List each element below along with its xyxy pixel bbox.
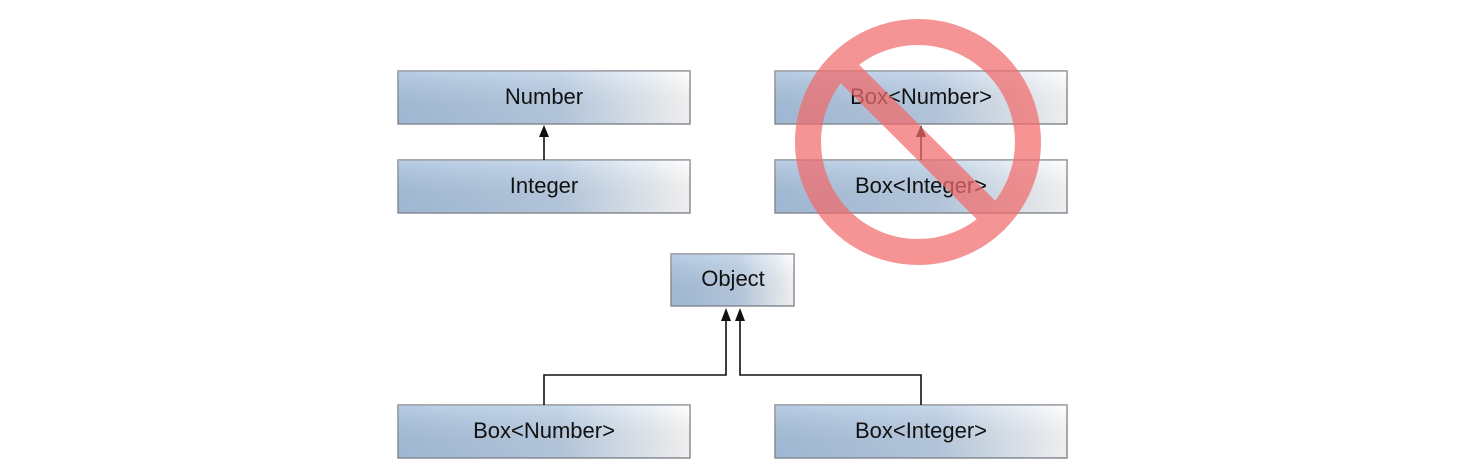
box-generic-hierarchy-invalid: Box<Number> Box<Integer> — [774, 19, 1068, 265]
box-integer-to-object-connector — [735, 308, 922, 405]
box-number-label-bottom: Box<Number> — [473, 418, 615, 443]
object-box: Object — [670, 253, 795, 307]
number-label: Number — [505, 84, 583, 109]
object-label: Object — [701, 266, 765, 291]
box-number-to-object-connector — [543, 308, 731, 405]
integer-label: Integer — [510, 173, 579, 198]
object-hierarchy: Object Box<Number> Box<Integer> — [397, 253, 1068, 459]
no-entry-icon — [795, 19, 1041, 265]
box-integer-label-bottom: Box<Integer> — [855, 418, 987, 443]
box-integer-box-bottom: Box<Integer> — [774, 404, 1068, 459]
integer-to-number-arrow — [539, 125, 549, 160]
integer-box: Integer — [397, 159, 691, 214]
box-number-box-bottom: Box<Number> — [397, 404, 691, 459]
number-integer-hierarchy: Number Integer — [397, 70, 691, 214]
number-box: Number — [397, 70, 691, 125]
